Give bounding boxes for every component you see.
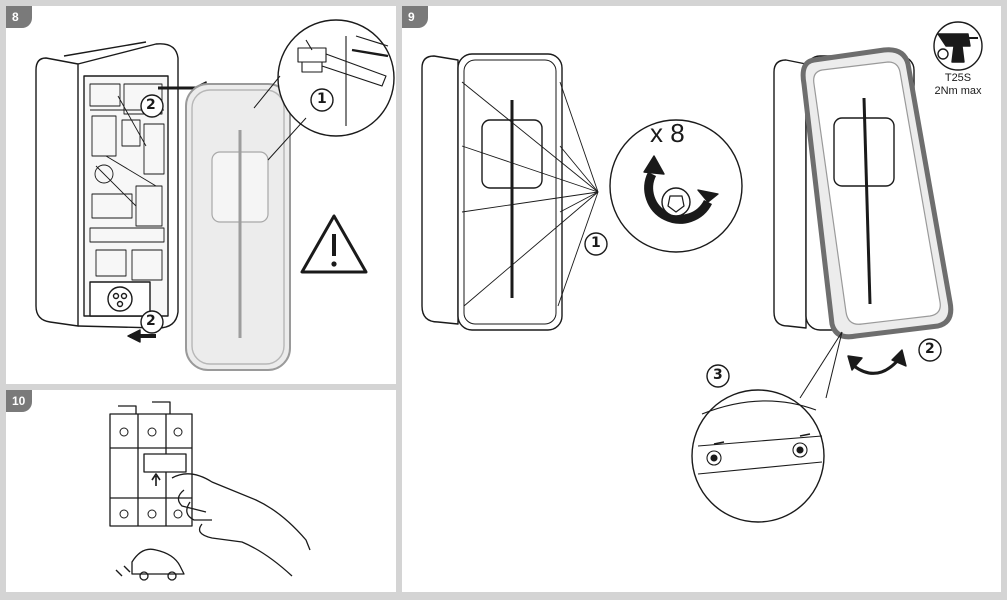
step-8-panel: 8 — [6, 6, 396, 384]
callout-2: 2 — [925, 341, 935, 357]
callout-2-top: 2 — [146, 97, 156, 113]
step-10-panel: 10 — [6, 390, 396, 592]
step-9-panel: 9 — [402, 6, 1001, 592]
callout-1: 1 — [591, 235, 601, 251]
callout-2-bottom: 2 — [146, 313, 156, 329]
step-8-tag: 8 — [6, 6, 32, 28]
step-9-illustration — [421, 21, 983, 523]
step-10-illustration — [109, 401, 311, 581]
tool-spec: T25S 2Nm max — [923, 72, 993, 98]
step-8-illustration — [35, 19, 395, 371]
screw-count: x 8 — [650, 118, 685, 148]
drill-icon — [937, 33, 978, 63]
step-9-tag: 9 — [402, 6, 428, 28]
step-10-tag: 10 — [6, 390, 32, 412]
tool-spec-bit: T25S — [944, 72, 972, 84]
screw-rotate-icon — [643, 155, 719, 224]
hand-icon — [171, 473, 311, 577]
car-plug-icon — [131, 548, 185, 575]
callout-3: 3 — [713, 367, 723, 383]
callout-1: 1 — [317, 91, 327, 107]
tool-spec-torque: 2Nm max — [934, 85, 982, 97]
